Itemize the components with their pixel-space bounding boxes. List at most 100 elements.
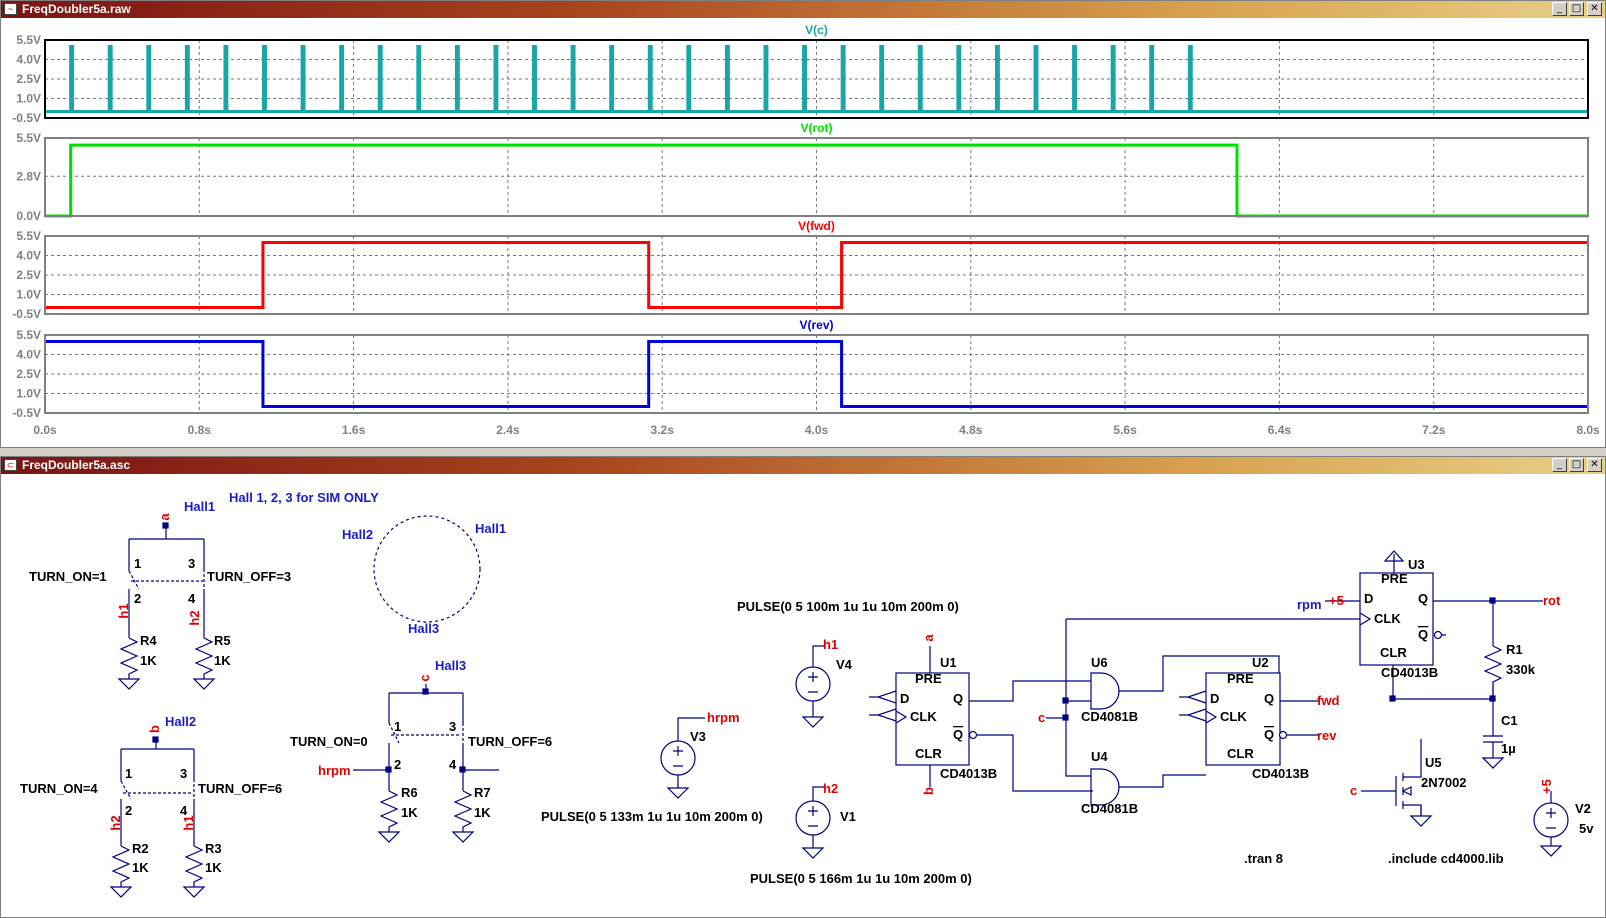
- waveform-window[interactable]: ~ FreqDoubler5a.raw _ □ ✕ 5.5V 4.0V 2.5V 1.…: [0, 0, 1606, 448]
- include-directive[interactable]: .include cd4000.lib: [1388, 851, 1504, 866]
- close-button[interactable]: ✕: [1587, 458, 1602, 472]
- resistor-r1[interactable]: [1483, 645, 1503, 699]
- u1-q: Q: [953, 691, 963, 706]
- source-v4[interactable]: [795, 645, 831, 728]
- plot-title[interactable]: V(rev): [799, 318, 833, 332]
- v4-net-label: h1: [823, 637, 838, 652]
- c1-name: C1: [1501, 713, 1518, 728]
- net-c-label: c: [417, 674, 432, 681]
- u6-part: CD4081B: [1081, 709, 1138, 724]
- schematic-drawing[interactable]: Hall 1, 2, 3 for SIM ONLY Hall2 Hall1 Ha…: [1, 474, 1605, 917]
- u1-part: CD4013B: [940, 766, 997, 781]
- u3-clk: CLK: [1374, 611, 1401, 626]
- r7-value: 1K: [474, 805, 491, 820]
- u3-d: D: [1364, 591, 1373, 606]
- flipflop-u2[interactable]: [1179, 672, 1319, 766]
- u2-clk: CLK: [1220, 709, 1247, 724]
- u6-name: U6: [1091, 655, 1108, 670]
- hall3-pin3: 3: [449, 719, 456, 734]
- r5-name: R5: [214, 633, 231, 648]
- y-tick-label: 5.5V: [16, 328, 41, 342]
- mosfet-u5[interactable]: [1361, 739, 1433, 827]
- plot-frame[interactable]: [44, 334, 1589, 414]
- maximize-button[interactable]: □: [1569, 2, 1584, 16]
- u1-clr: CLR: [915, 746, 942, 761]
- x-tick-label: 4.8s: [959, 423, 983, 437]
- v2-name: V2: [1575, 801, 1591, 816]
- hall2-turn-on: TURN_ON=4: [20, 781, 98, 796]
- hall2-turn-off: TURN_OFF=6: [198, 781, 282, 796]
- x-tick-label: 3.2s: [651, 423, 675, 437]
- waveform-titlebar[interactable]: ~ FreqDoubler5a.raw _ □ ✕: [1, 1, 1605, 18]
- source-v3[interactable]: [660, 717, 705, 799]
- v1-pulse: PULSE(0 5 166m 1u 1u 10m 200m 0): [750, 871, 972, 886]
- hall2-pin2: 2: [125, 803, 132, 818]
- hall3-pin1: 1: [394, 719, 401, 734]
- y-tick-label: 1.0V: [16, 92, 41, 106]
- net-hrpm-label: hrpm: [318, 763, 351, 778]
- y-tick-label: 4.0V: [16, 249, 41, 263]
- and-gate-u6[interactable]: [1046, 655, 1280, 777]
- x-tick-label: 7.2s: [1422, 423, 1446, 437]
- schematic-titlebar[interactable]: ⊂ FreqDoubler5a.asc _ □ ✕: [1, 457, 1605, 474]
- hall1-pin4: 4: [188, 591, 196, 606]
- plot-title[interactable]: V(c): [805, 23, 828, 37]
- v2-value: 5v: [1579, 821, 1594, 836]
- and-gate-u4[interactable]: [1090, 768, 1206, 806]
- sim-comment: Hall 1, 2, 3 for SIM ONLY: [229, 490, 379, 505]
- plot-frame[interactable]: [44, 39, 1589, 119]
- r5-value: 1K: [214, 653, 231, 668]
- schematic-window[interactable]: ⊂ FreqDoubler5a.asc _ □ ✕: [0, 456, 1606, 918]
- tran-directive[interactable]: .tran 8: [1244, 851, 1283, 866]
- u2-name: U2: [1252, 655, 1269, 670]
- trace-vfwd[interactable]: [45, 241, 1588, 309]
- u3-name: U3: [1408, 557, 1425, 572]
- schematic-canvas[interactable]: Hall 1, 2, 3 for SIM ONLY Hall2 Hall1 Ha…: [1, 474, 1605, 917]
- hall1-pin3: 3: [188, 556, 195, 571]
- u3-q: Q: [1418, 591, 1428, 606]
- hall1-turn-on: TURN_ON=1: [29, 569, 107, 584]
- v1-name: V1: [840, 809, 856, 824]
- source-v2[interactable]: [1533, 791, 1569, 857]
- v2-net-label: +5: [1539, 779, 1554, 794]
- hall3-circle-label: Hall3: [408, 621, 439, 636]
- y-tick-label: 2.5V: [16, 72, 41, 86]
- plot-title[interactable]: V(rot): [801, 121, 833, 135]
- r4-value: 1K: [140, 653, 157, 668]
- net-rot-label: rot: [1543, 593, 1561, 608]
- r4-name: R4: [140, 633, 157, 648]
- v4-pulse: PULSE(0 5 100m 1u 1u 10m 200m 0): [737, 599, 959, 614]
- r2-value: 1K: [132, 860, 149, 875]
- net-h2-label: h2: [187, 610, 202, 625]
- hall1-switch[interactable]: [117, 522, 216, 690]
- r2-name: R2: [132, 841, 149, 856]
- hall3-pin4: 4: [449, 757, 457, 772]
- net-rev-label: rev: [1317, 728, 1337, 743]
- u2-d: D: [1210, 691, 1219, 706]
- hall3-turn-on: TURN_ON=0: [290, 734, 368, 749]
- trace-vc[interactable]: [45, 45, 1588, 113]
- x-tick-label: 6.4s: [1268, 423, 1292, 437]
- hall3-switch[interactable]: [353, 684, 499, 843]
- minimize-button[interactable]: _: [1552, 2, 1567, 16]
- minimize-button[interactable]: _: [1552, 458, 1567, 472]
- hall1-switch-label: Hall1: [184, 499, 215, 514]
- plot-title[interactable]: V(fwd): [798, 219, 835, 233]
- y-tick-label: 5.5V: [16, 229, 41, 243]
- hall1-pin2: 2: [134, 591, 141, 606]
- trace-vrev[interactable]: [45, 340, 1588, 408]
- plot-frame[interactable]: [44, 235, 1589, 315]
- x-tick-label: 0.8s: [188, 423, 212, 437]
- source-v1[interactable]: [795, 786, 831, 859]
- u6-net-c: c: [1038, 710, 1045, 725]
- close-button[interactable]: ✕: [1587, 2, 1602, 16]
- capacitor-c1[interactable]: [1481, 735, 1505, 769]
- maximize-button[interactable]: □: [1569, 458, 1584, 472]
- u5-net-c: c: [1350, 783, 1357, 798]
- hall2-switch-label: Hall2: [165, 714, 196, 729]
- hall2-switch[interactable]: [109, 736, 206, 898]
- waveform-plots[interactable]: 5.5V4.0V2.5V1.0V-0.5VV(c)5.5V2.8V0.0VV(r…: [1, 18, 1605, 447]
- plot-frame[interactable]: [44, 137, 1589, 217]
- flipflop-u1[interactable]: [869, 646, 1093, 792]
